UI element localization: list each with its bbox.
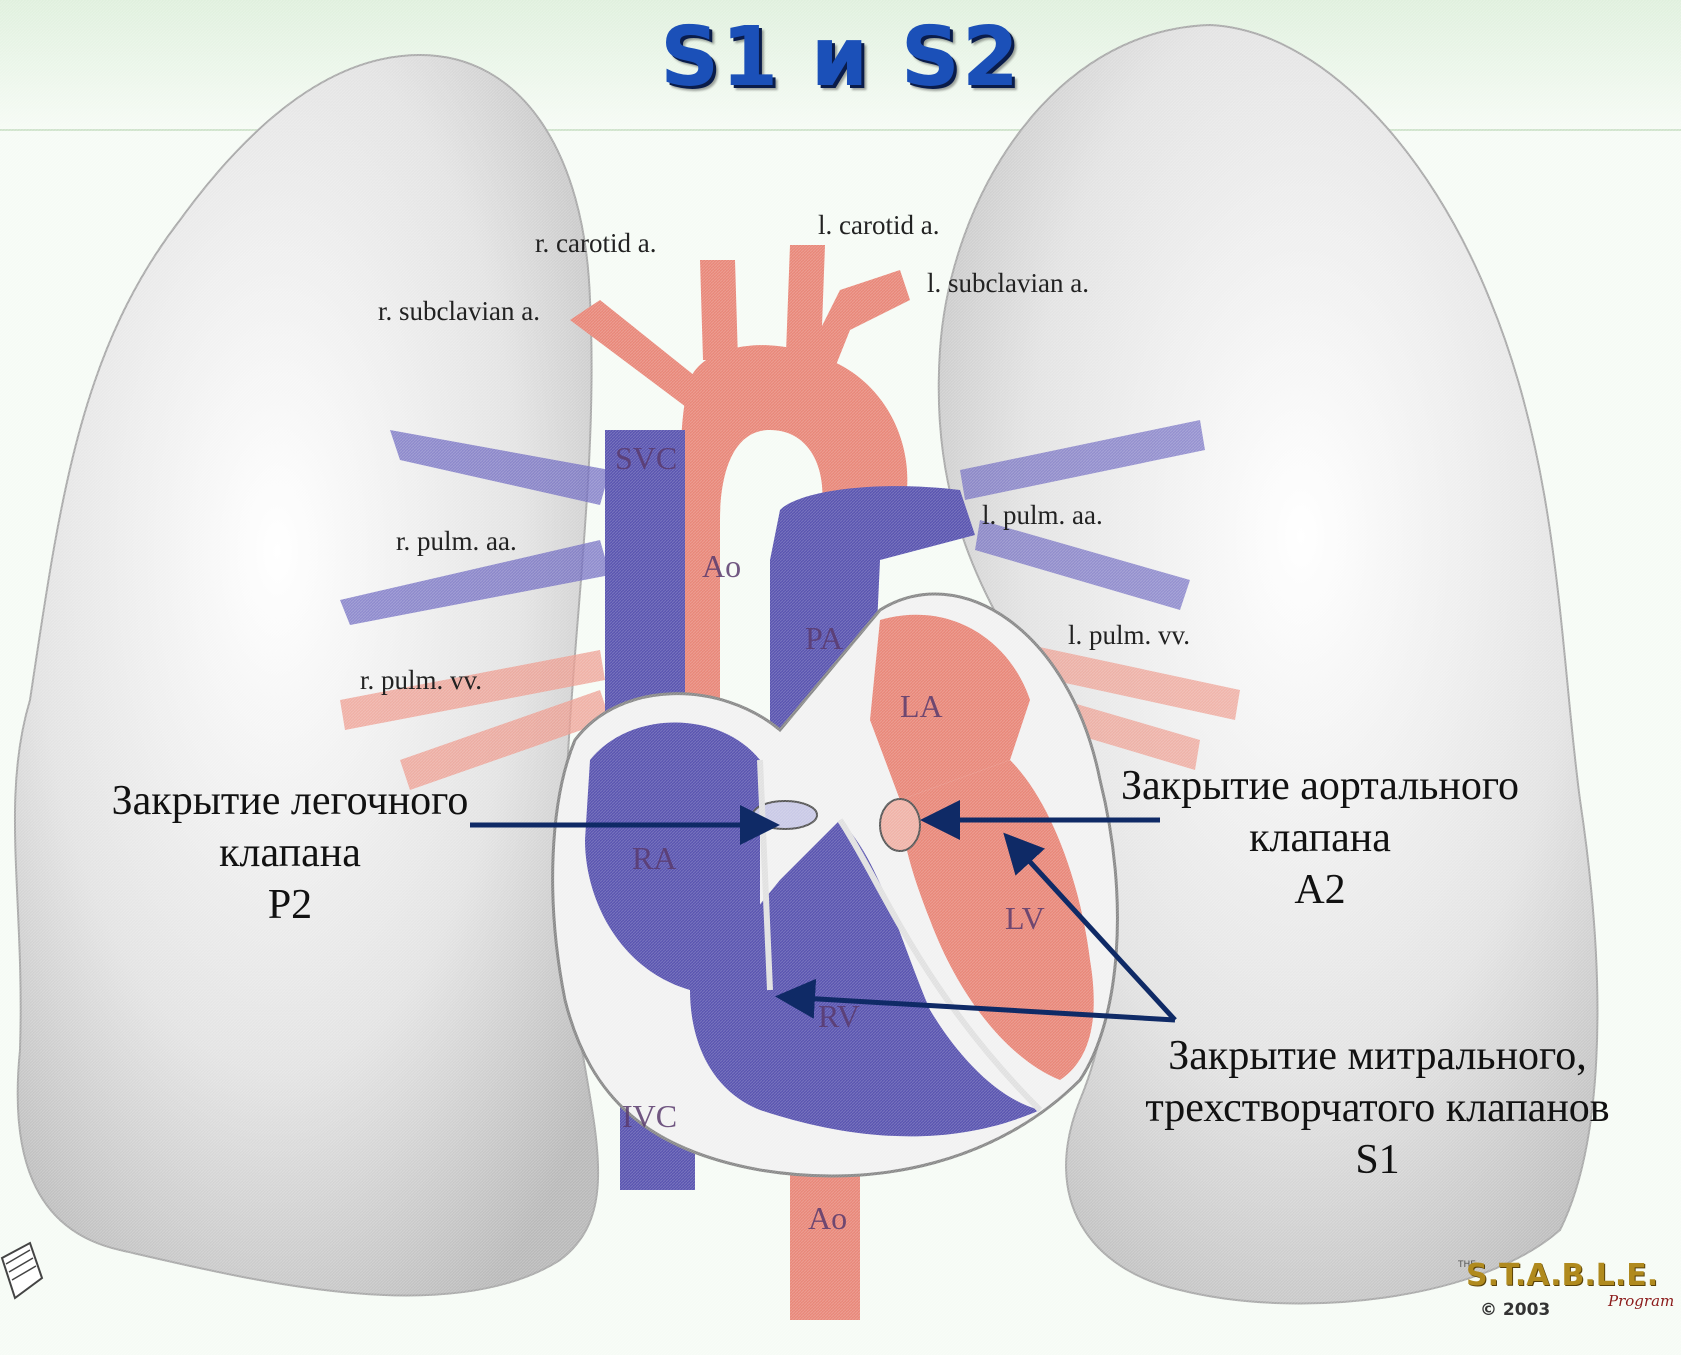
label-l-subclavian: l. subclavian a. bbox=[927, 268, 1089, 299]
caption-a2-line1: Закрытие аортального bbox=[1060, 760, 1580, 812]
stable-logo: THE S.T.A.B.L.E. Program © 2003 bbox=[1458, 1258, 1668, 1338]
label-l-pulm-vv: l. pulm. vv. bbox=[1068, 620, 1190, 651]
aortic-valve bbox=[880, 799, 920, 851]
caption-a2-line3: A2 bbox=[1060, 864, 1580, 916]
caption-p2-line1: Закрытие легочного bbox=[60, 775, 520, 827]
book-icon bbox=[0, 1238, 45, 1328]
caption-p2: Закрытие легочного клапана P2 bbox=[60, 775, 520, 931]
caption-p2-line2: клапана bbox=[60, 827, 520, 879]
caption-s1-line1: Закрытие митрального, bbox=[1085, 1030, 1670, 1082]
label-r-pulm-vv: r. pulm. vv. bbox=[360, 665, 482, 696]
logo-program: Program bbox=[1608, 1292, 1674, 1310]
caption-a2: Закрытие аортального клапана A2 bbox=[1060, 760, 1580, 916]
logo-copyright: © 2003 bbox=[1480, 1300, 1550, 1320]
label-r-subclavian: r. subclavian a. bbox=[378, 296, 540, 327]
label-r-pulm-aa: r. pulm. aa. bbox=[396, 526, 517, 557]
label-la: LA bbox=[900, 688, 943, 725]
label-ivc: IVC bbox=[622, 1098, 677, 1135]
caption-s1: Закрытие митрального, трехстворчатого кл… bbox=[1085, 1030, 1670, 1186]
label-lv: LV bbox=[1005, 900, 1045, 937]
label-ao-lower: Ao bbox=[808, 1200, 847, 1237]
label-ra: RA bbox=[632, 840, 676, 877]
caption-s1-line2: трехстворчатого клапанов bbox=[1085, 1082, 1670, 1134]
slide-title: S1 и S2 bbox=[0, 10, 1681, 105]
logo-name: S.T.A.B.L.E. bbox=[1466, 1258, 1658, 1293]
label-svc: SVC bbox=[615, 440, 677, 477]
label-l-carotid: l. carotid a. bbox=[818, 210, 939, 241]
label-rv: RV bbox=[818, 998, 860, 1035]
label-pa: PA bbox=[805, 620, 843, 657]
caption-p2-line3: P2 bbox=[60, 879, 520, 931]
caption-s1-line3: S1 bbox=[1085, 1134, 1670, 1186]
label-r-carotid: r. carotid a. bbox=[535, 228, 656, 259]
caption-a2-line2: клапана bbox=[1060, 812, 1580, 864]
descending-aorta bbox=[790, 1170, 860, 1320]
label-ao: Ao bbox=[702, 548, 741, 585]
label-l-pulm-aa: l. pulm. aa. bbox=[982, 500, 1103, 531]
